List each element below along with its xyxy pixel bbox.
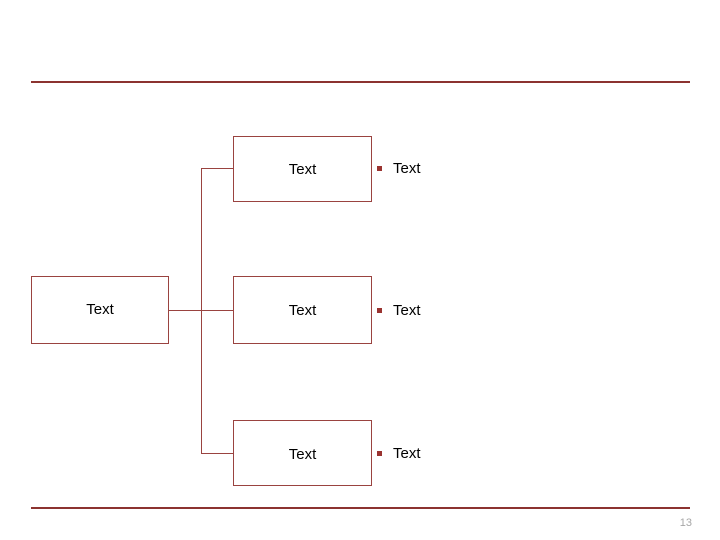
footer-divider-rule [31, 507, 690, 509]
diagram-node-root[interactable]: Text [31, 276, 169, 344]
diagram-node-child-3[interactable]: Text [233, 420, 372, 486]
diagram-node-child-1[interactable]: Text [233, 136, 372, 202]
bullet-item-2[interactable]: Text [377, 301, 421, 319]
header-divider-rule [31, 81, 690, 83]
diagram-node-child-2[interactable]: Text [233, 276, 372, 344]
bullet-item-1-label: Text [393, 159, 421, 177]
square-bullet-icon [377, 450, 382, 456]
square-bullet-icon [377, 165, 382, 171]
diagram-node-child-3-label: Text [288, 446, 317, 463]
bullet-item-3[interactable]: Text [377, 444, 421, 462]
bullet-item-3-label: Text [393, 444, 421, 462]
diagram-node-child-2-label: Text [288, 302, 317, 319]
connector-branch-1 [201, 168, 234, 169]
page-number: 13 [679, 517, 692, 529]
square-bullet-icon [377, 307, 382, 313]
diagram-node-child-1-label: Text [288, 161, 317, 178]
bullet-item-2-label: Text [393, 301, 421, 319]
diagram-node-root-label: Text [86, 301, 114, 318]
connector-branch-3 [201, 453, 234, 454]
connector-vertical-trunk [201, 168, 202, 454]
bullet-item-1[interactable]: Text [377, 159, 421, 177]
connector-root-stub [169, 310, 202, 311]
connector-branch-2 [201, 310, 234, 311]
